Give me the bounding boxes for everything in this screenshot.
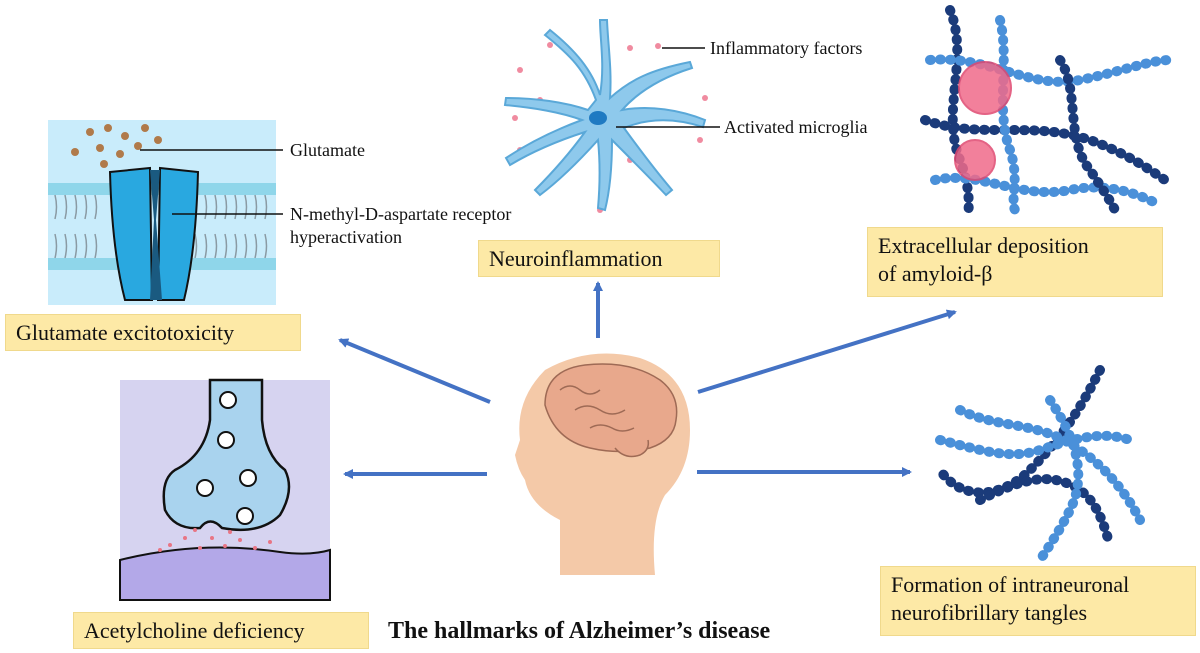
- nmda-receptor: [108, 166, 200, 301]
- nmda-annotation-line1: N-methyl-D-aspartate receptor: [290, 204, 512, 224]
- amyloid-plaque: [958, 61, 1012, 115]
- brain-icon: [544, 363, 678, 453]
- postsynaptic-membrane: [119, 546, 331, 601]
- amyloid-plaque: [954, 139, 996, 181]
- microglia-nucleus: [589, 111, 607, 125]
- arrow-to-glutamate-excitotoxicity: [338, 338, 491, 404]
- activated-microglia-annotation: Activated microglia: [724, 117, 868, 137]
- amyloid-label-line1: Extracellular deposition: [878, 233, 1089, 258]
- inflammatory-factors-annotation: Inflammatory factors: [710, 38, 863, 58]
- tangles-label-line1: Formation of intraneuronal: [891, 572, 1130, 597]
- nmda-receptor-illustration: [48, 120, 283, 305]
- microglia-illustration: [503, 19, 720, 213]
- nmda-annotation-line2: hyperactivation: [290, 227, 402, 247]
- neuroinflammation-label: Neuroinflammation: [478, 240, 720, 277]
- neurofibrillary-tangles-illustration: [935, 365, 1145, 565]
- tangles-label-line2: neurofibrillary tangles: [891, 600, 1088, 625]
- arrow-to-amyloid-deposition: [697, 309, 957, 394]
- glutamate-excitotoxicity-label: Glutamate excitotoxicity: [5, 314, 301, 351]
- neurofibrillary-tangles-label: Formation of intraneuronal neurofibrilla…: [880, 566, 1196, 636]
- amyloid-deposition-label: Extracellular deposition of amyloid-β: [867, 227, 1163, 297]
- acetylcholine-deficiency-label: Acetylcholine deficiency: [73, 612, 369, 649]
- amyloid-label-line2: of amyloid-β: [878, 261, 993, 286]
- synaptic-vesicles: [196, 391, 257, 525]
- arrows: [338, 281, 957, 479]
- synapse-illustration: [119, 378, 331, 601]
- acetylcholine-dots: [158, 528, 272, 552]
- page-title: The hallmarks of Alzheimer’s disease: [388, 618, 771, 644]
- glutamate-annotation: Glutamate: [290, 140, 365, 160]
- glutamate-molecules: [71, 124, 162, 168]
- human-head-brain: [515, 353, 690, 575]
- presynaptic-terminal: [162, 378, 291, 532]
- amyloid-fibrils-illustration: [920, 5, 1175, 218]
